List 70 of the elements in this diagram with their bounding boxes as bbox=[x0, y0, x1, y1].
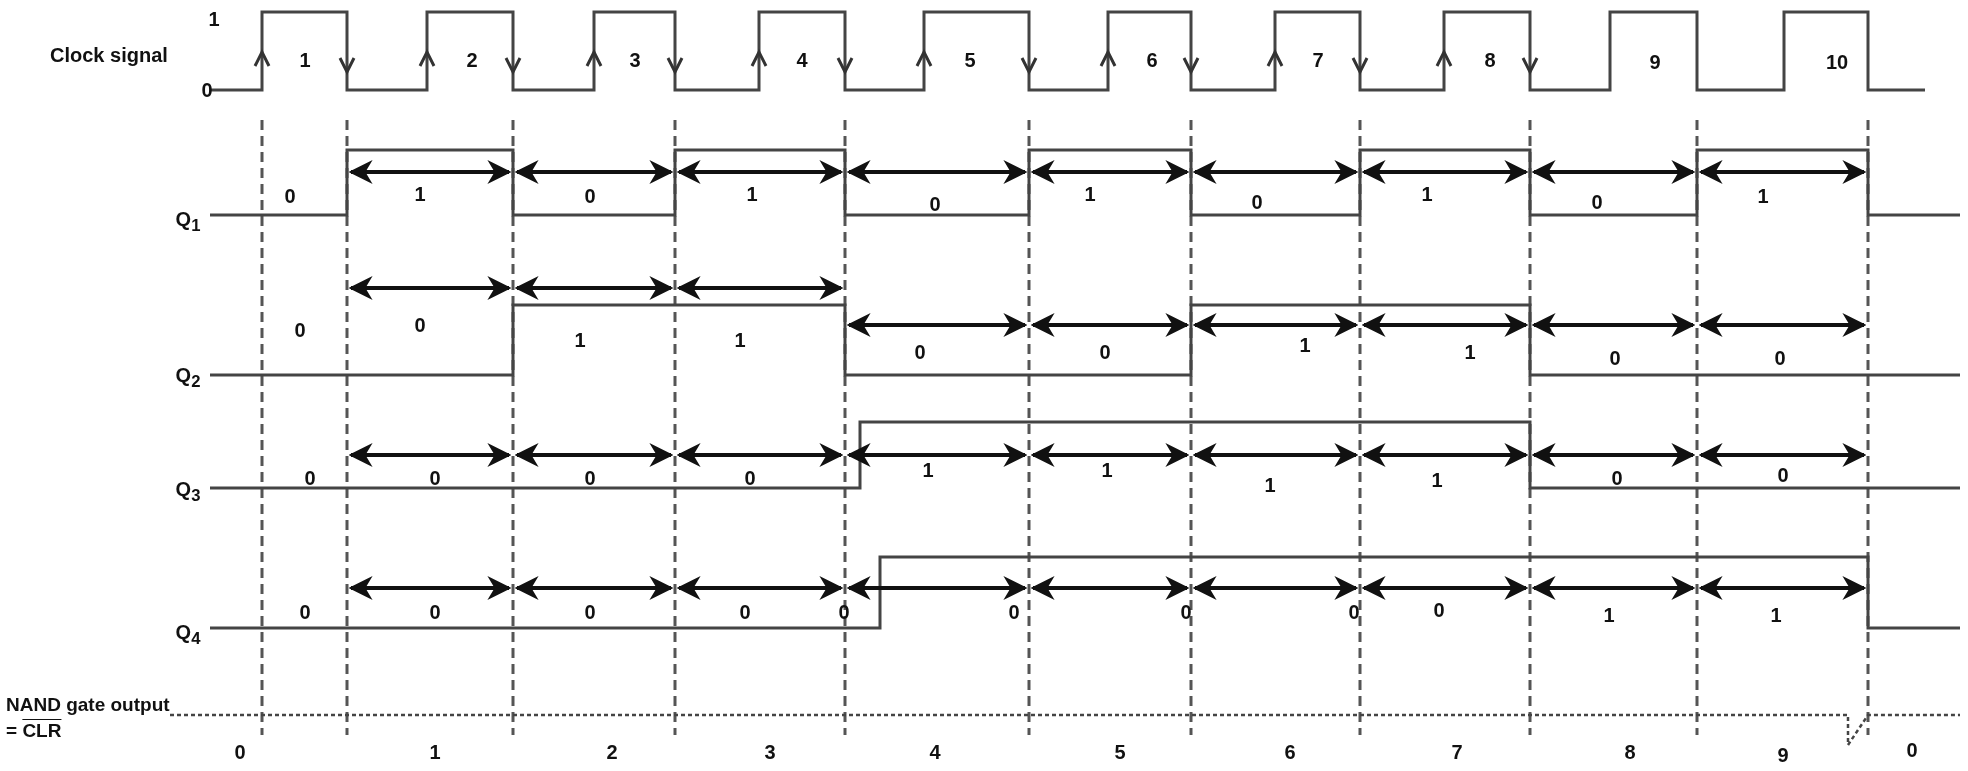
bit-value: 0 bbox=[584, 185, 596, 207]
count-value: 4 bbox=[929, 741, 941, 763]
bit-value: 0 bbox=[739, 601, 751, 623]
count-value: 1 bbox=[429, 741, 441, 763]
count-value: 3 bbox=[764, 741, 776, 763]
bit-value: 0 bbox=[429, 601, 441, 623]
count-value: 7 bbox=[1451, 741, 1463, 763]
bit-value: 0 bbox=[1251, 191, 1263, 213]
bit-value: 0 bbox=[429, 467, 441, 489]
bit-value: 0 bbox=[838, 601, 850, 623]
pulse-number: 1 bbox=[299, 49, 311, 71]
bit-value: 0 bbox=[929, 193, 941, 215]
bit-value: 0 bbox=[304, 467, 316, 489]
bit-value: 1 bbox=[1464, 341, 1476, 363]
bit-value: 1 bbox=[1421, 183, 1433, 205]
signal-name: Q$_{1}$ bbox=[175, 207, 201, 237]
bit-value: 1 bbox=[1101, 459, 1113, 481]
signal-name: Q$_{2}$ bbox=[175, 363, 201, 393]
bit-value: 0 bbox=[1611, 467, 1623, 489]
pulse-number: 8 bbox=[1484, 49, 1496, 71]
level-label: 1 bbox=[208, 8, 220, 30]
bit-value: 0 bbox=[299, 601, 311, 623]
count-value: 8 bbox=[1624, 741, 1636, 763]
pulse-number: 5 bbox=[964, 49, 976, 71]
bit-value: 1 bbox=[1431, 469, 1443, 491]
count-value: 6 bbox=[1284, 741, 1296, 763]
count-value: 0 bbox=[1906, 739, 1918, 761]
signal-name: Q$_{3}$ bbox=[175, 477, 201, 507]
count-value: 9 bbox=[1777, 744, 1789, 766]
bit-value: 1 bbox=[1603, 604, 1615, 626]
pulse-number: 10 bbox=[1825, 51, 1849, 73]
count-value: 5 bbox=[1114, 741, 1126, 763]
bit-value: 1 bbox=[1264, 474, 1276, 496]
bit-value: 1 bbox=[922, 459, 934, 481]
bit-value: 1 bbox=[1299, 334, 1311, 356]
bit-value: 1 bbox=[734, 329, 746, 351]
signal-name: NAND gate output = CLR bbox=[6, 693, 171, 743]
bit-value: 0 bbox=[1774, 347, 1786, 369]
bit-value: 0 bbox=[584, 601, 596, 623]
pulse-number: 3 bbox=[629, 49, 641, 71]
count-value: 2 bbox=[606, 741, 618, 763]
level-label: 0 bbox=[201, 79, 213, 101]
bit-value: 0 bbox=[294, 319, 306, 341]
bit-value: 0 bbox=[744, 467, 756, 489]
bit-value: 1 bbox=[1084, 183, 1096, 205]
bit-value: 0 bbox=[914, 341, 926, 363]
pulse-number: 4 bbox=[796, 49, 808, 71]
pulse-number: 2 bbox=[466, 49, 478, 71]
bit-value: 1 bbox=[746, 183, 758, 205]
bit-value: 0 bbox=[1609, 347, 1621, 369]
bit-value: 0 bbox=[1591, 191, 1603, 213]
bit-value: 0 bbox=[414, 314, 426, 336]
bit-value: 0 bbox=[1348, 601, 1360, 623]
bit-value: 0 bbox=[1008, 601, 1020, 623]
signal-name: Clock signal bbox=[50, 44, 168, 66]
pulse-number: 6 bbox=[1146, 49, 1158, 71]
bit-value: 0 bbox=[284, 185, 296, 207]
count-value: 0 bbox=[234, 741, 246, 763]
bit-value: 0 bbox=[1777, 464, 1789, 486]
bit-value: 1 bbox=[1770, 604, 1782, 626]
bit-value: 0 bbox=[1433, 599, 1445, 621]
pulse-number: 9 bbox=[1649, 51, 1661, 73]
pulse-number: 7 bbox=[1312, 49, 1324, 71]
bit-value: 0 bbox=[584, 467, 596, 489]
bit-value: 0 bbox=[1180, 601, 1192, 623]
bit-value: 1 bbox=[1757, 185, 1769, 207]
signal-name: Q$_{4}$ bbox=[175, 620, 201, 650]
bit-value: 1 bbox=[414, 183, 426, 205]
bit-value: 1 bbox=[574, 329, 586, 351]
bit-value: 0 bbox=[1099, 341, 1111, 363]
